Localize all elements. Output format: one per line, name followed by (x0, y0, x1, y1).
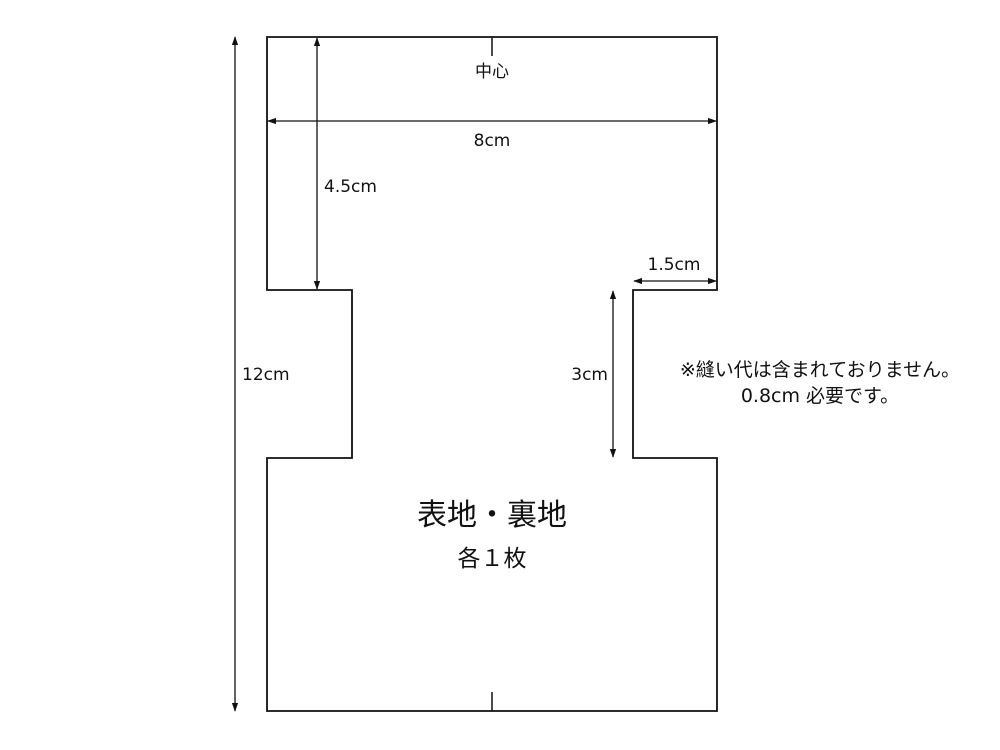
piece-name: 表地・裏地 (417, 498, 567, 533)
width-label: 8cm (474, 131, 511, 151)
pattern-outline (266, 36, 718, 712)
seam-allowance-note-line2: 0.8cm 必要です。 (741, 385, 899, 407)
notch-width-label: 1.5cm (648, 255, 701, 275)
seam-allowance-note-line1: ※縫い代は含まれておりません。 (680, 359, 960, 381)
top-height-label: 4.5cm (324, 177, 377, 197)
notch-height-label: 3cm (571, 365, 608, 385)
total-height-label: 12cm (242, 365, 290, 385)
center-label: 中心 (475, 62, 509, 82)
piece-count: 各１枚 (458, 546, 527, 572)
